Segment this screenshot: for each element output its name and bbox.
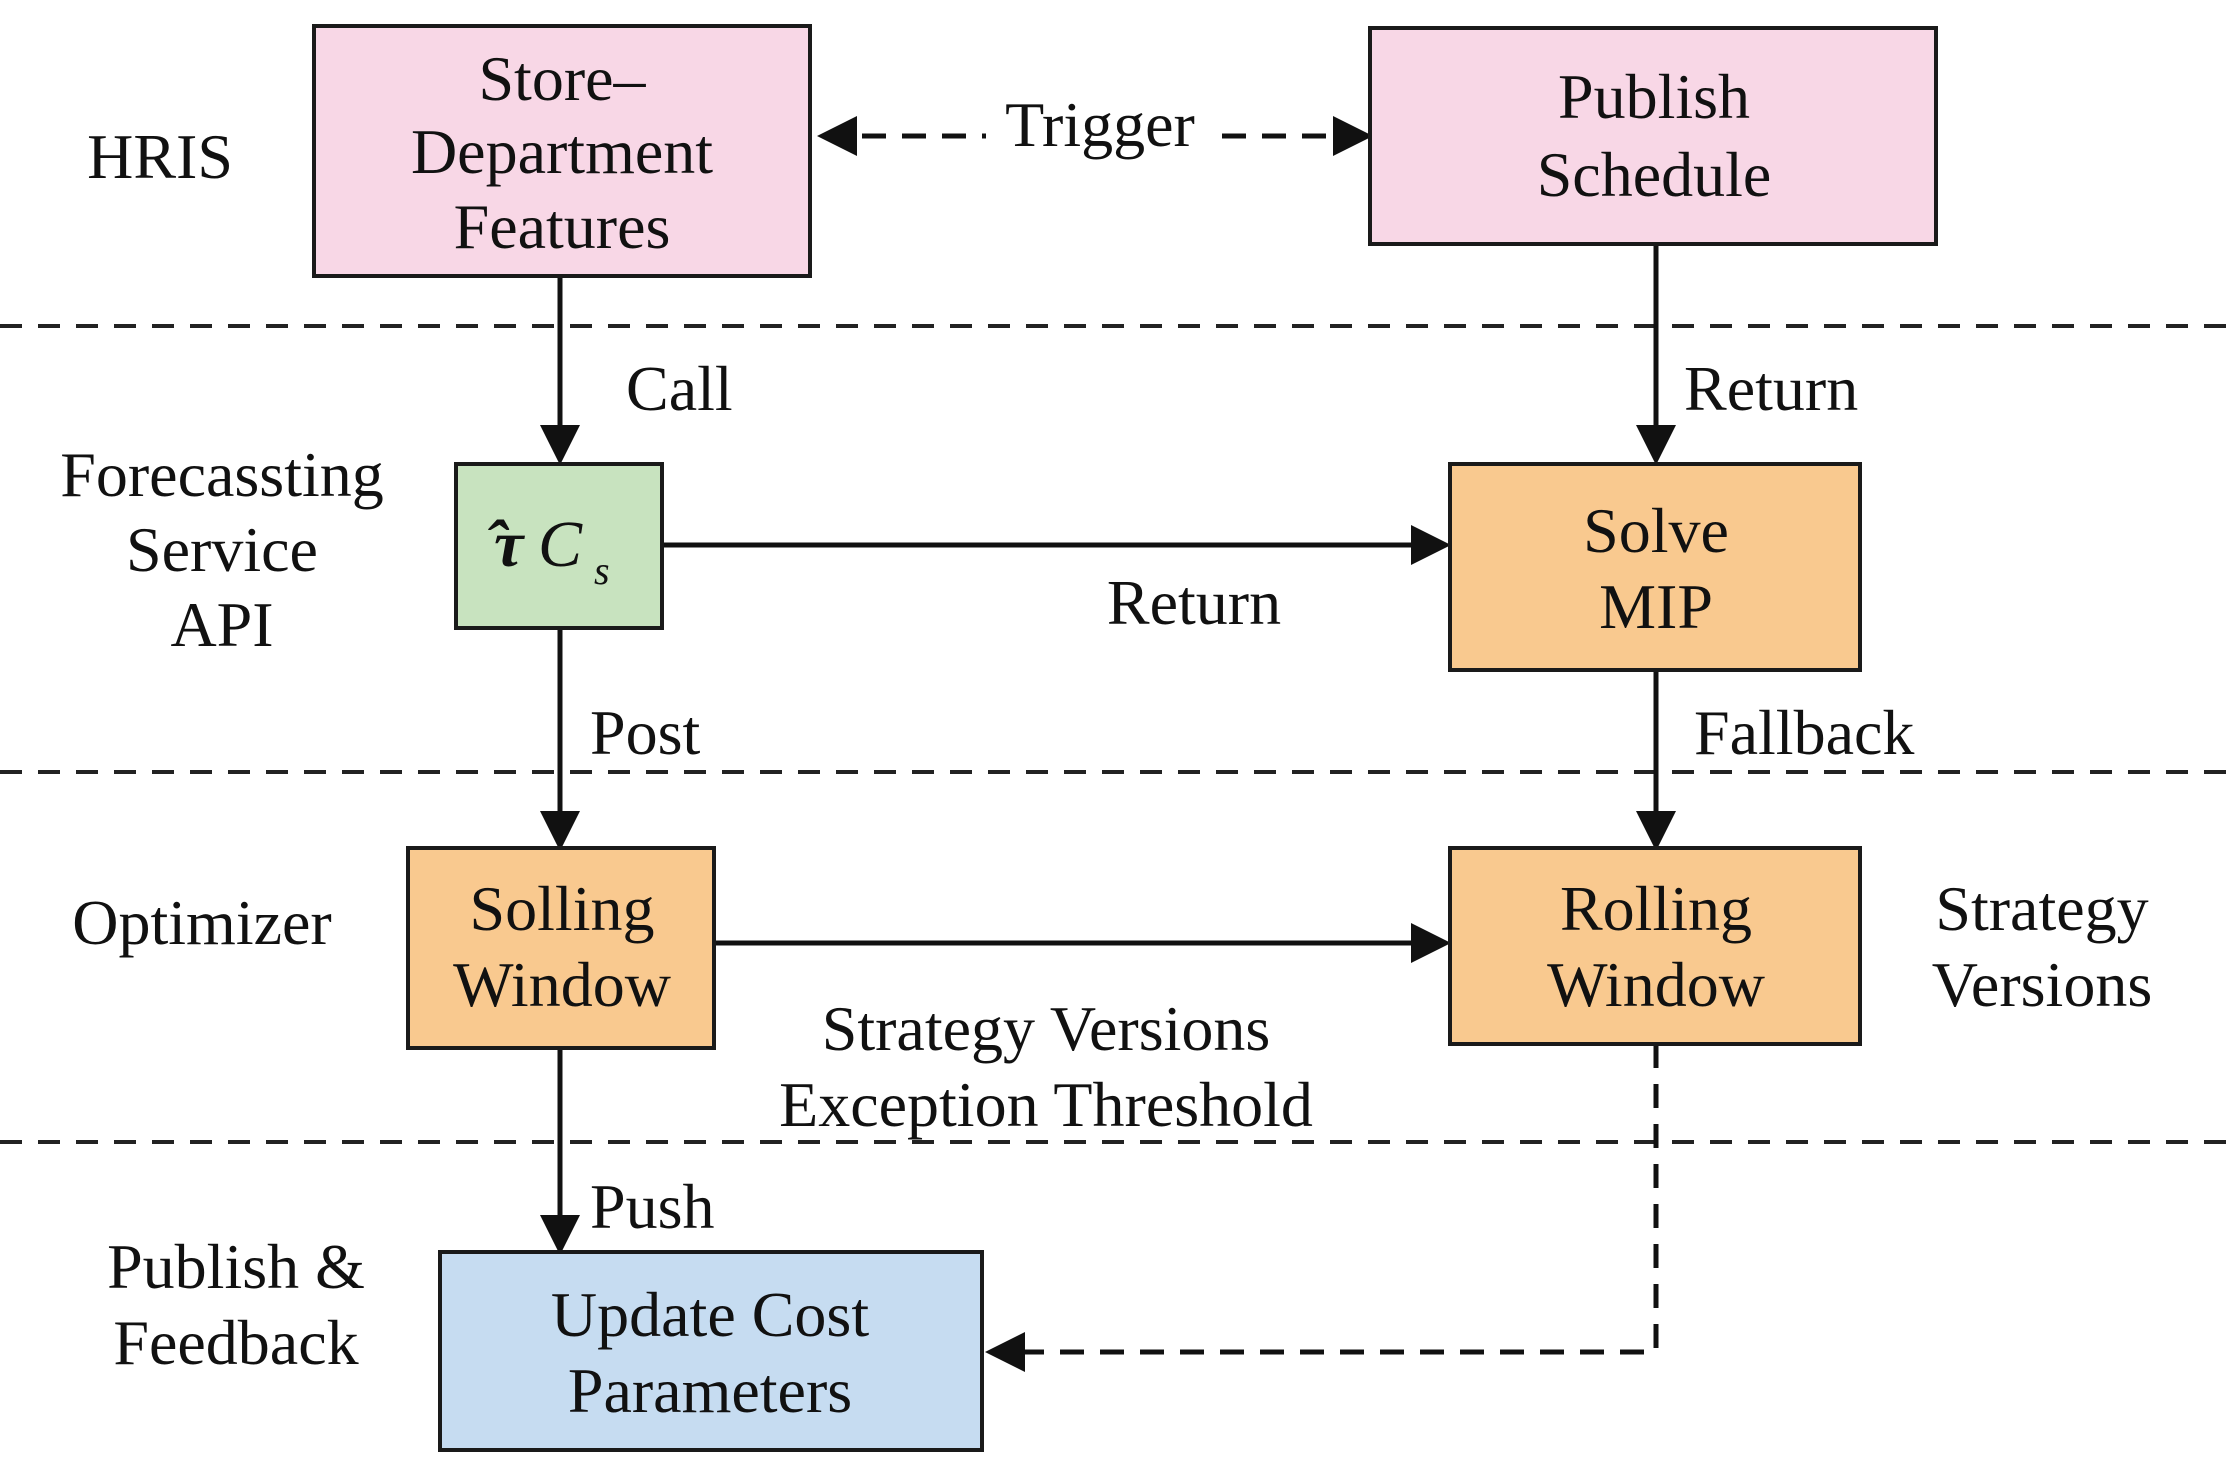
publish-schedule-box: Publish Schedule xyxy=(1368,26,1938,246)
svg-text:Forecassting: Forecassting xyxy=(60,439,384,510)
lane-label-publish-feedback: Publish & Feedback xyxy=(107,1231,365,1378)
push-label: Push xyxy=(590,1171,715,1242)
lane-label-forecasting: Forecassting Service API xyxy=(60,439,384,660)
svg-text:Solve: Solve xyxy=(1583,495,1729,566)
solling-window-box: Solling Window xyxy=(406,846,716,1050)
call-label: Call xyxy=(626,353,733,424)
svg-text:Department: Department xyxy=(411,116,713,187)
forecast-symbol-subscript: s xyxy=(594,548,610,593)
svg-text:Parameters: Parameters xyxy=(568,1355,852,1426)
svg-text:Window: Window xyxy=(1547,949,1765,1020)
svg-text:Schedule: Schedule xyxy=(1537,139,1772,210)
return-forecast-label: Return xyxy=(1107,567,1281,638)
strategy-versions-exception-label: Strategy Versions Exception Threshold xyxy=(779,993,1313,1140)
svg-text:Window: Window xyxy=(453,949,671,1020)
svg-text:Exception Threshold: Exception Threshold xyxy=(779,1069,1313,1140)
forecast-box: ̂τ C s xyxy=(454,462,664,630)
lane-label-hris: HRIS xyxy=(87,121,233,192)
feedback-arrow xyxy=(985,1044,1659,1372)
return-schedule-label: Return xyxy=(1684,353,1858,424)
svg-text:Rolling: Rolling xyxy=(1560,873,1752,944)
svg-text:Store–: Store– xyxy=(478,43,646,114)
strategy-versions-label: Strategy Versions xyxy=(1932,873,2152,1020)
svg-text:Publish: Publish xyxy=(1558,61,1750,132)
forecast-symbol-c: C xyxy=(538,508,583,581)
post-label: Post xyxy=(590,697,701,768)
svg-text:API: API xyxy=(170,589,273,660)
trigger-label: Trigger xyxy=(1005,89,1195,160)
svg-text:Features: Features xyxy=(454,191,671,262)
svg-text:Service: Service xyxy=(126,514,318,585)
lane-label-optimizer: Optimizer xyxy=(72,887,331,958)
rolling-window-box: Rolling Window xyxy=(1448,846,1862,1046)
svg-text:Strategy Versions: Strategy Versions xyxy=(822,993,1271,1064)
trigger-label-bg xyxy=(986,96,1212,176)
store-department-features-box: Store– Department Features xyxy=(312,24,812,278)
forecast-symbol-tau: ̂τ xyxy=(488,508,525,581)
svg-text:Versions: Versions xyxy=(1932,949,2152,1020)
update-cost-parameters-box: Update Cost Parameters xyxy=(438,1250,984,1452)
svg-text:Publish &: Publish & xyxy=(107,1231,365,1302)
svg-text:Solling: Solling xyxy=(470,873,655,944)
svg-text:Strategy: Strategy xyxy=(1935,873,2148,944)
svg-text:MIP: MIP xyxy=(1599,571,1713,642)
svg-text:Feedback: Feedback xyxy=(113,1307,358,1378)
fallback-label: Fallback xyxy=(1694,697,1914,768)
solve-mip-box: Solve MIP xyxy=(1448,462,1862,672)
svg-text:Update Cost: Update Cost xyxy=(551,1279,869,1350)
